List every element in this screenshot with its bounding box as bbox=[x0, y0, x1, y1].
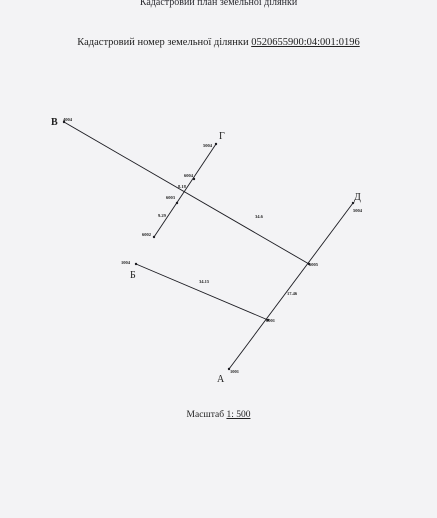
letter-b: Б bbox=[130, 270, 136, 281]
point-5004b-marker bbox=[351, 201, 355, 205]
point-1001-marker bbox=[227, 367, 231, 371]
point-label-5004a: 5004 bbox=[203, 143, 213, 148]
point-6003-marker bbox=[175, 201, 179, 205]
boundary-line-g bbox=[153, 143, 217, 238]
letter-d: Д bbox=[354, 192, 361, 203]
boundary-line-v bbox=[63, 121, 310, 265]
cadastral-number-line: Кадастровий номер земельної ділянки 0520… bbox=[0, 37, 437, 48]
point-label-6003: 6003 bbox=[166, 195, 176, 200]
dimension-34-15: 34.15 bbox=[199, 279, 210, 284]
point-label-6005: 6005 bbox=[309, 262, 319, 267]
dimension-8-18: 8.18 bbox=[178, 184, 187, 189]
boundary-line-b bbox=[135, 263, 269, 321]
page-title: Кадастровий план земельної ділянки bbox=[139, 0, 298, 8]
point-label-6004: 6004 bbox=[184, 173, 194, 178]
scale-value: 1: 500 bbox=[226, 410, 251, 420]
scale-label: Масштаб bbox=[186, 410, 225, 420]
point-6001-marker bbox=[266, 318, 270, 322]
point-1004-marker bbox=[134, 262, 138, 266]
dimension-17-46: 17.46 bbox=[287, 291, 298, 296]
letter-g: Г bbox=[219, 131, 225, 142]
scale-line: Масштаб 1: 500 bbox=[0, 410, 437, 420]
point-5004a-marker bbox=[214, 142, 218, 146]
boundary-line-d bbox=[228, 202, 354, 370]
dimension-9-29: 9.29 bbox=[158, 213, 167, 218]
point-6005-marker bbox=[307, 262, 311, 266]
point-label-1001: 1001 bbox=[230, 369, 240, 374]
point-label-1004: 1004 bbox=[121, 260, 131, 265]
point-6004-marker bbox=[192, 177, 196, 181]
letter-v: В bbox=[51, 117, 58, 128]
point-label-6002: 6002 bbox=[142, 232, 152, 237]
point-label-5004b: 5004 bbox=[353, 208, 363, 213]
point-label-4004: 4004 bbox=[63, 117, 73, 122]
dimension-34-6: 34.6 bbox=[255, 214, 264, 219]
cadastral-number-label: Кадастровий номер земельної ділянки bbox=[77, 37, 249, 48]
point-4004-marker bbox=[62, 120, 66, 124]
point-label-6001: 6001 bbox=[266, 318, 276, 323]
point-6002-marker bbox=[152, 235, 156, 239]
cadastral-number: 0520655900:04:001:0196 bbox=[251, 37, 360, 48]
letter-a: А bbox=[217, 374, 225, 385]
